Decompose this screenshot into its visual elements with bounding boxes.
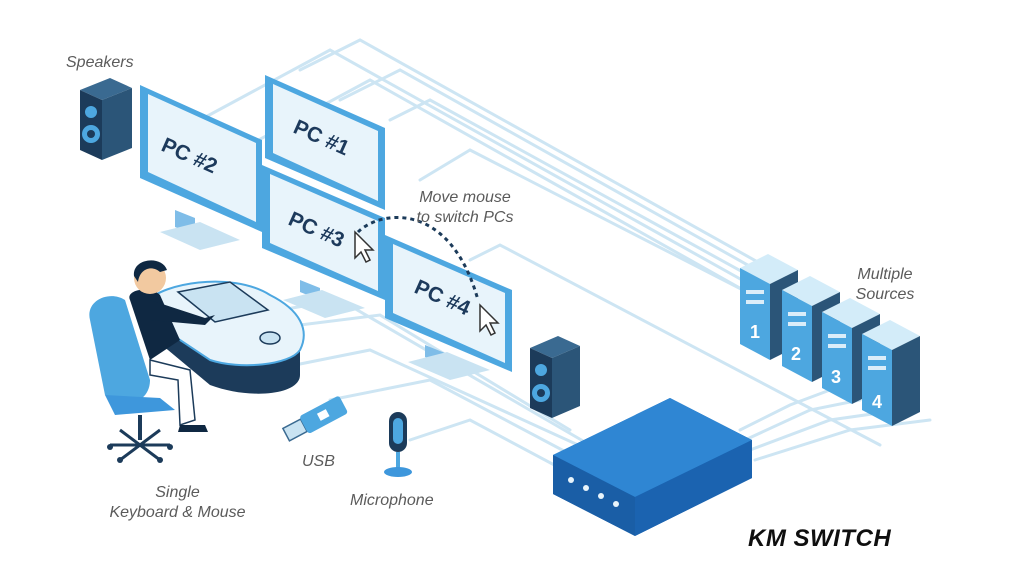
single-line1: Single — [155, 484, 200, 501]
single-line2: Keyboard & Mouse — [109, 504, 246, 521]
multiple-sources-label: Multiple Sources — [830, 265, 940, 305]
cursor-icon — [354, 230, 375, 264]
monitor-pc2: PC #2 — [140, 85, 262, 250]
move-mouse-line2: to switch PCs — [416, 209, 514, 226]
server-2-label: 2 — [791, 344, 801, 364]
move-mouse-line1: Move mouse — [419, 189, 511, 206]
usb-label: USB — [302, 453, 335, 470]
monitor-pc1: PC #1 — [265, 75, 385, 210]
desk — [149, 280, 305, 394]
microphone-label: Microphone — [350, 492, 434, 509]
server-4: 4 — [862, 320, 920, 426]
speakers-label: Speakers — [66, 54, 134, 71]
speaker-top-left-icon — [80, 78, 132, 160]
monitor-pc4: PC #4 — [385, 235, 512, 380]
single-keyboard-mouse-label: Single Keyboard & Mouse — [90, 483, 265, 523]
user-at-desk — [89, 260, 215, 463]
move-mouse-label: Move mouse to switch PCs — [400, 188, 530, 228]
mouse-icon — [259, 331, 281, 345]
multiple-sources-line1: Multiple — [857, 266, 913, 283]
multiple-sources-line2: Sources — [855, 286, 915, 303]
monitor-pc3: PC #3 — [262, 165, 385, 318]
server-4-label: 4 — [872, 392, 882, 412]
keyboard-icon — [176, 281, 270, 323]
microphone-icon — [384, 412, 412, 477]
cables — [198, 38, 932, 502]
server-1-label: 1 — [750, 322, 760, 342]
km-switch-device — [553, 398, 752, 536]
km-switch-title: KM SWITCH — [748, 525, 892, 552]
cursor-icon — [479, 303, 500, 337]
speaker-center-icon — [530, 336, 580, 418]
usb-icon — [281, 396, 348, 442]
server-3-label: 3 — [831, 367, 841, 387]
